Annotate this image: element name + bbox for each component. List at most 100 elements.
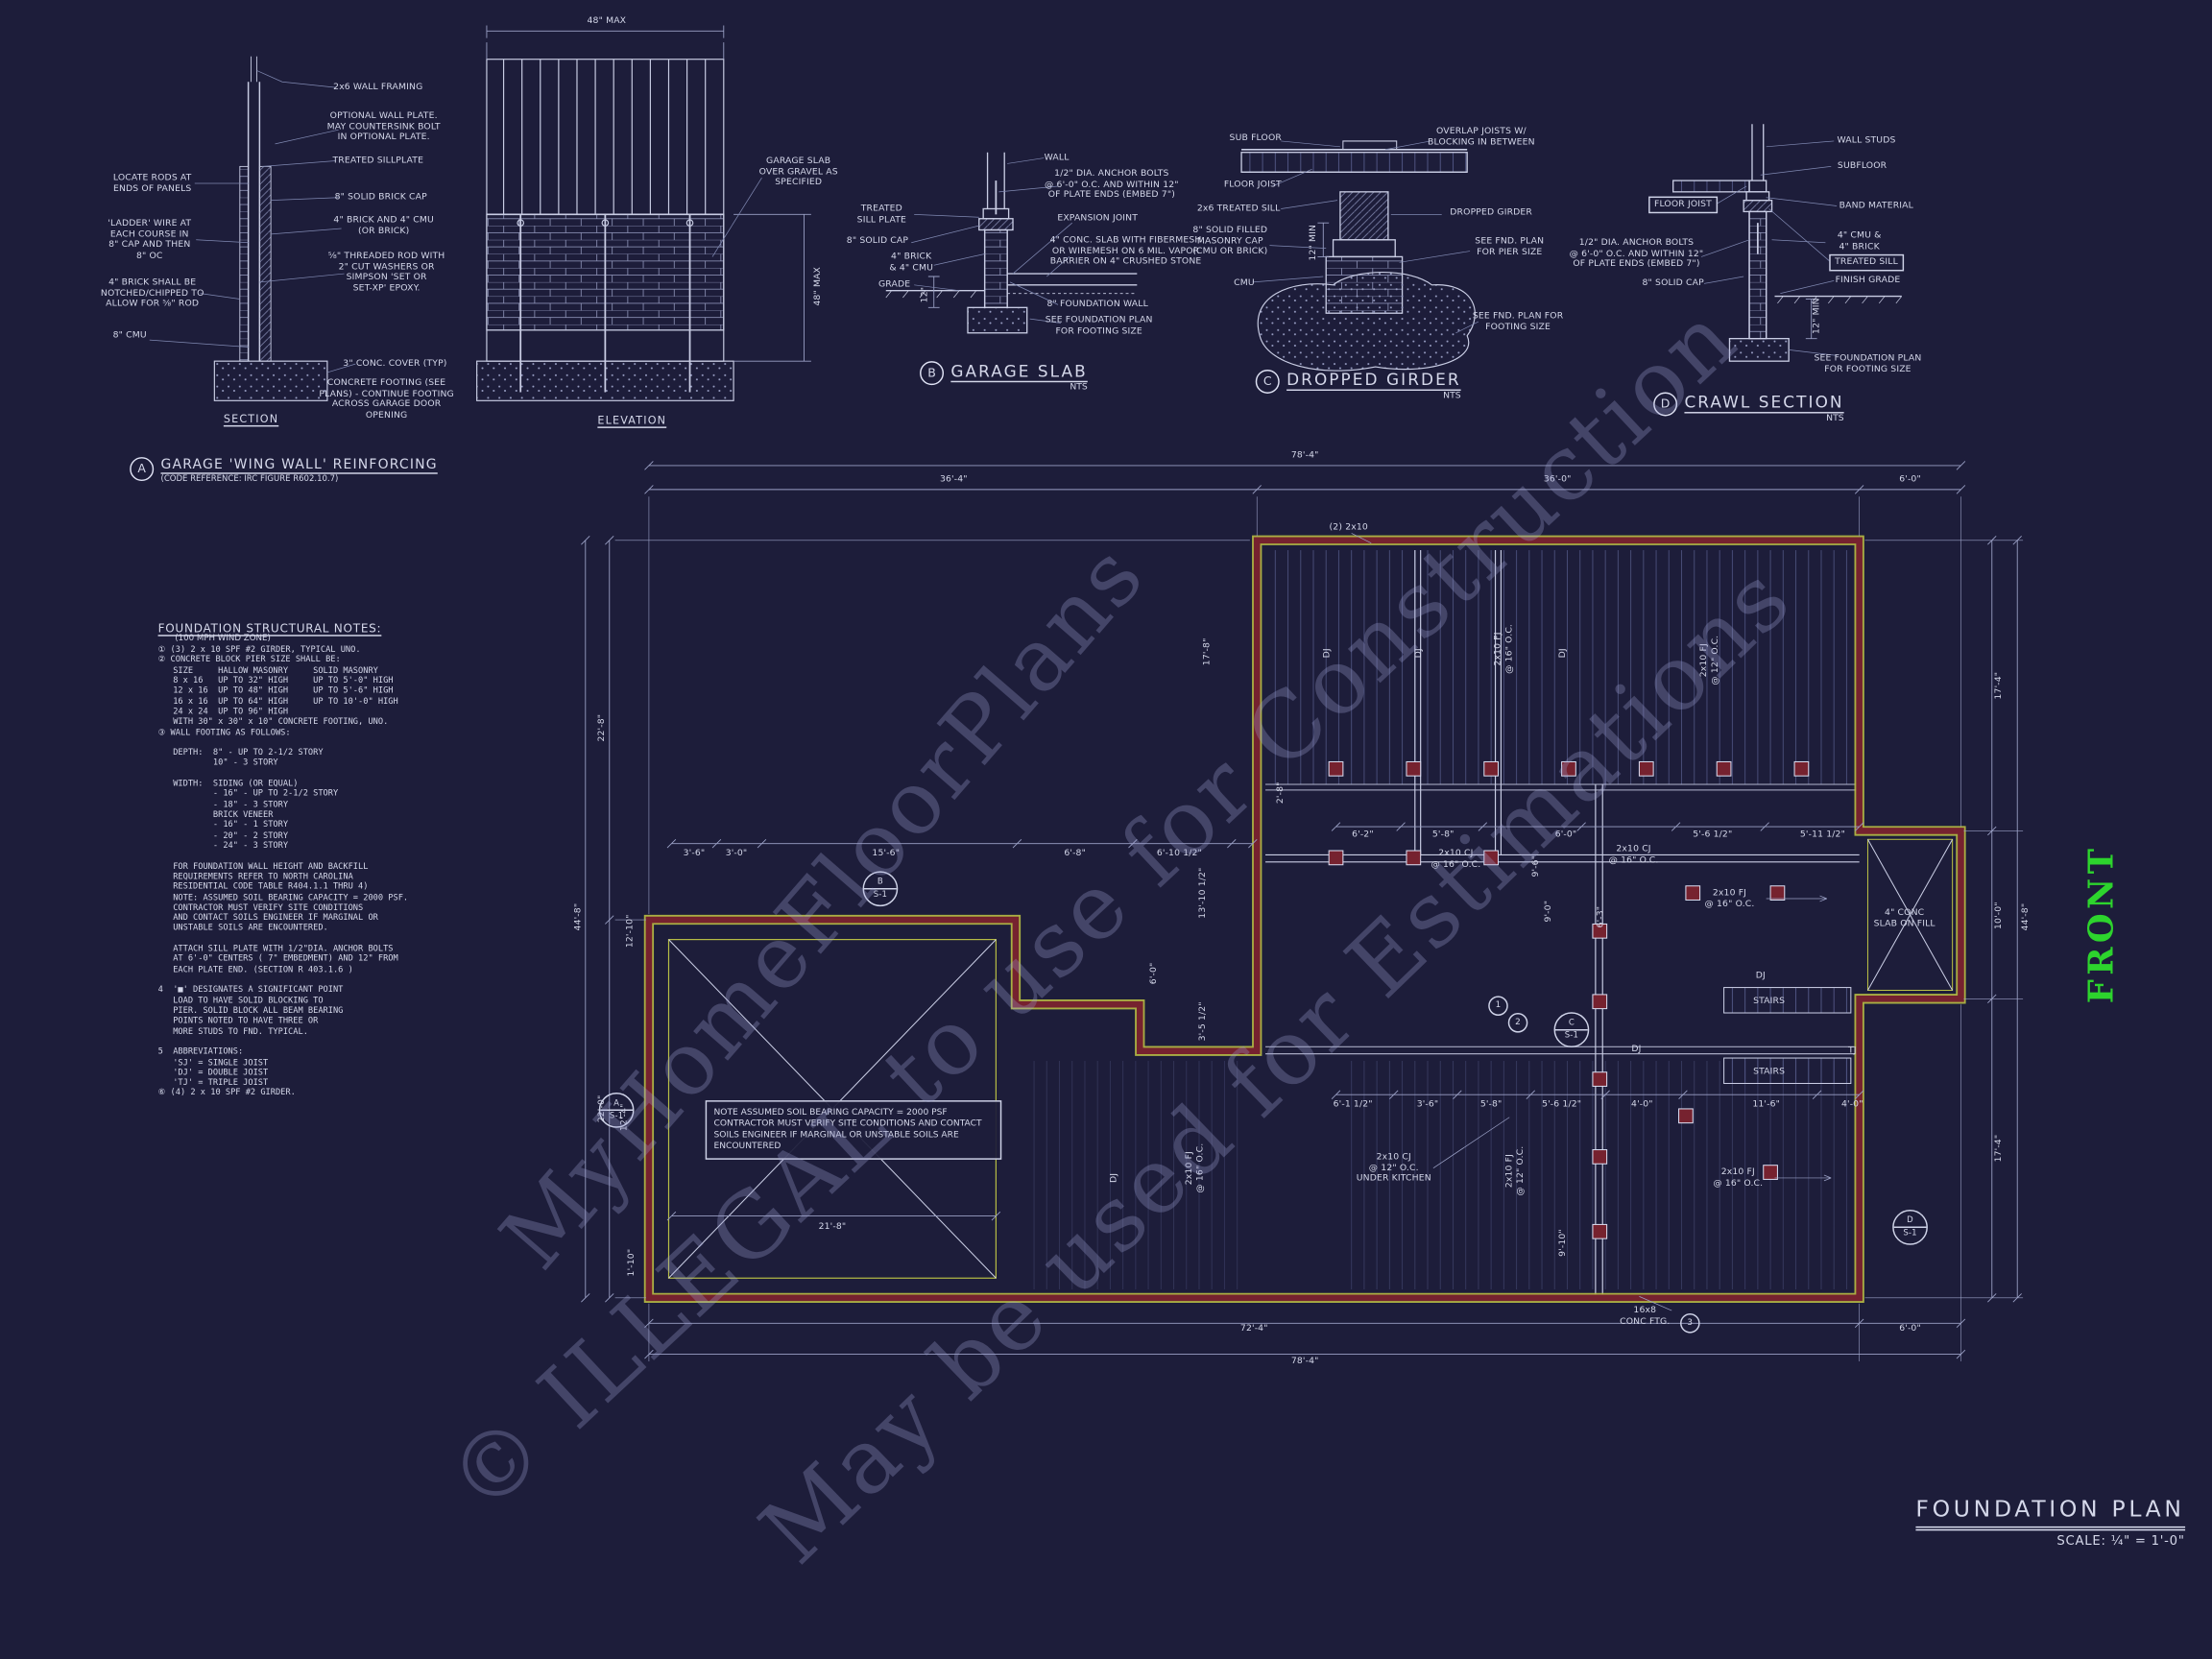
annotation-label: 5'-8" (1479, 1098, 1503, 1110)
notes-line: 8 x 16 UP TO 32" HIGH UP TO 5'-0" HIGH (157, 677, 394, 686)
section-marker: D S-1 (1892, 1210, 1928, 1245)
annotation-label: FINISH GRADE (1835, 275, 1901, 286)
annotation-label: 44'-8" (2020, 902, 2031, 931)
annotation-label: 72'-4" (1239, 1323, 1268, 1334)
notes-line: MORE STUDS TO FND. TYPICAL. (157, 1027, 308, 1037)
annotation-label: GARAGE SLAB OVER GRAVEL AS SPECIFIED (758, 156, 838, 188)
detail-a-subtitle: (CODE REFERENCE: IRC FIGURE R602.10.7) (160, 475, 339, 484)
annotation-label: 17'-4" (1993, 1134, 2004, 1163)
notes-line: ③ WALL FOOTING AS FOLLOWS: (157, 728, 291, 737)
annotation-label: 4'-0" (1631, 1098, 1653, 1110)
detail-c-title: DROPPED GIRDER (1286, 369, 1461, 390)
annotation-label: 9'-6" (1530, 854, 1541, 878)
annotation-label: 8" FOUNDATION WALL (1046, 299, 1148, 310)
notes-line: DEPTH: 8" - UP TO 2-1/2 STORY (157, 749, 324, 758)
notes-line: AND CONTACT SOILS ENGINEER IF MARGINAL O… (157, 914, 378, 924)
annotation-label: OPTIONAL WALL PLATE. MAY COUNTERSINK BOL… (326, 110, 441, 143)
annotation-label: 4" BRICK AND 4" CMU (OR BRICK) (333, 215, 434, 236)
annotation-label: 2x10 FJ @ 12" O.C. (1504, 1145, 1526, 1196)
annotation-label: 13'-10 1/2" (1197, 867, 1209, 919)
annotation-label: 8" SOLID BRICK CAP (334, 192, 427, 203)
notes-line (158, 976, 497, 987)
annotation-label: 5'-6 1/2" (1693, 830, 1733, 840)
annotation-label: 78'-4" (1290, 450, 1319, 461)
annotation-label: 2x10 FJ @ 16" O.C. (1704, 887, 1755, 909)
annotation-label: SUBFLOOR (1837, 160, 1887, 172)
annotation-label: ⅝" THREADED ROD WITH 2" CUT WASHERS OR S… (327, 251, 445, 293)
annotation-label: 9'-10" (1557, 1229, 1568, 1257)
annotation-label: FLOOR JOIST (1223, 179, 1282, 190)
annotation-label: 2x10 FJ @ 12" O.C. (1698, 635, 1720, 685)
detail-d-nts: NTS (1826, 413, 1844, 423)
annotation-label: 78'-4" (1290, 1356, 1319, 1366)
annotation-label: 2x10 CJ @ 16" O.C. (1608, 844, 1659, 865)
annotation-label: 3'-6" (1416, 1098, 1439, 1110)
notes-line: EACH PLATE END. (SECTION R 403.1.6 ) (157, 966, 353, 974)
notes-line: UNSTABLE SOILS ARE ENCOUNTERED. (157, 925, 328, 933)
notes-line: 'TJ' = TRIPLE JOIST (157, 1079, 269, 1089)
notes-line: 'DJ' = DOUBLE JOIST (157, 1069, 269, 1078)
annotation-label: 11'-6" (1752, 1098, 1781, 1110)
notes-line: WITH 30" x 30" x 10" CONCRETE FOOTING, U… (157, 718, 389, 728)
notes-line: - 18" - 3 STORY (157, 801, 289, 809)
notes-line: POINTS NOTED TO HAVE THREE OR (157, 1017, 319, 1026)
annotation-label: 9'-0" (1543, 900, 1554, 923)
notes-line: 16 x 16 UP TO 64" HIGH UP TO 10'-0" HIGH (157, 697, 398, 707)
annotation-label: 12'-10" (625, 914, 636, 949)
annotation-label: 2x10 FJ @ 16" O.C. (1184, 1142, 1205, 1193)
annotation-label: DJ (1557, 648, 1568, 659)
annotation-label: 1/2" DIA. ANCHOR BOLTS @ 6'-0" O.C. AND … (1569, 237, 1704, 270)
notes-subtitle: (100 MPH WIND ZONE) (175, 635, 271, 644)
detail-c-title-block: C DROPPED GIRDER NTS (1255, 369, 1461, 400)
annotation-label: DJ (1755, 971, 1766, 981)
annotation-label: 48" MAX (587, 15, 627, 26)
annotation-label: 8" SOLID CAP (1642, 277, 1704, 289)
section-marker: C S-1 (1553, 1012, 1590, 1048)
annotation-label: 2'-8" (1275, 781, 1286, 805)
notes-line: 5 ABBREVIATIONS: (157, 1048, 244, 1057)
annotation-label: 4" CONC SLAB ON FILL (1873, 907, 1936, 928)
annotation-label: TREATED SILLPLATE (332, 155, 424, 166)
detail-d-title-block: D CRAWL SECTION NTS (1653, 392, 1844, 423)
annotation-label: 17'-8" (1202, 637, 1213, 666)
keynote-marker: 3 (1680, 1313, 1700, 1334)
detail-b-title: GARAGE SLAB (950, 361, 1088, 381)
annotation-label: DJ (1109, 1172, 1119, 1184)
annotation-label: ELEVATION (597, 414, 667, 427)
annotation-label: 1/2" DIA. ANCHOR BOLTS @ 6'-0" O.C. AND … (1045, 168, 1179, 201)
annotation-label: 3'-5 1/2" (1197, 1001, 1209, 1042)
annotation-label: 3'-0" (725, 848, 748, 858)
annotation-label: OVERLAP JOISTS W/ BLOCKING IN BETWEEN (1427, 126, 1535, 147)
notes-line (158, 739, 497, 750)
notes-line (158, 853, 497, 863)
notes-line: 12 x 16 UP TO 48" HIGH UP TO 5'-6" HIGH (157, 686, 394, 696)
notes-line: FOR FOUNDATION WALL HEIGHT AND BACKFILL (157, 862, 369, 872)
notes-line (158, 1038, 497, 1048)
detail-a-title-block: A GARAGE 'WING WALL' REINFORCING (CODE R… (130, 457, 438, 484)
annotation-label: CONCRETE FOOTING (SEE PLANS) - CONTINUE … (319, 377, 454, 421)
annotation-label: 4" BRICK SHALL BE NOTCHED/CHIPPED TO ALL… (100, 276, 204, 309)
annotation-label: SUB FLOOR (1229, 132, 1282, 143)
notes-line: SIZE HALLOW MASONRY SOLID MASONRY (157, 666, 378, 676)
notes-body: ① (3) 2 x 10 SPF #2 GIRDER, TYPICAL UNO.… (158, 646, 497, 1100)
annotation-label: DJ (1413, 648, 1424, 659)
detail-c-bubble: C (1255, 369, 1280, 394)
annotation-label: 5'-6 1/2" (1542, 1098, 1582, 1110)
annotation-label: SECTION (223, 412, 279, 425)
annotation-label: 1'-10" (626, 1248, 637, 1277)
annotation-label: TJ (1847, 1046, 1857, 1056)
annotation-label: 12" MIN (1812, 298, 1822, 334)
sheet-scale: SCALE: ¼" = 1'-0" (2056, 1534, 2185, 1550)
annotation-label: 6'-0" (1554, 830, 1577, 840)
annotation-label: WALL (1044, 153, 1070, 163)
annotation-label: 12" (920, 286, 930, 303)
annotation-label: 22'-8" (596, 713, 608, 742)
notes-line: 4 '■' DESIGNATES A SIGNIFICANT POINT (157, 986, 344, 996)
foundation-structural-notes: FOUNDATION STRUCTURAL NOTES: (100 MPH WI… (158, 621, 497, 1100)
annotation-label: 8" CMU (112, 330, 147, 341)
notes-line: ② CONCRETE BLOCK PIER SIZE SHALL BE: (157, 656, 341, 665)
annotation-label: CMU (1234, 277, 1255, 289)
section-marker: A S-1 (598, 1093, 635, 1128)
